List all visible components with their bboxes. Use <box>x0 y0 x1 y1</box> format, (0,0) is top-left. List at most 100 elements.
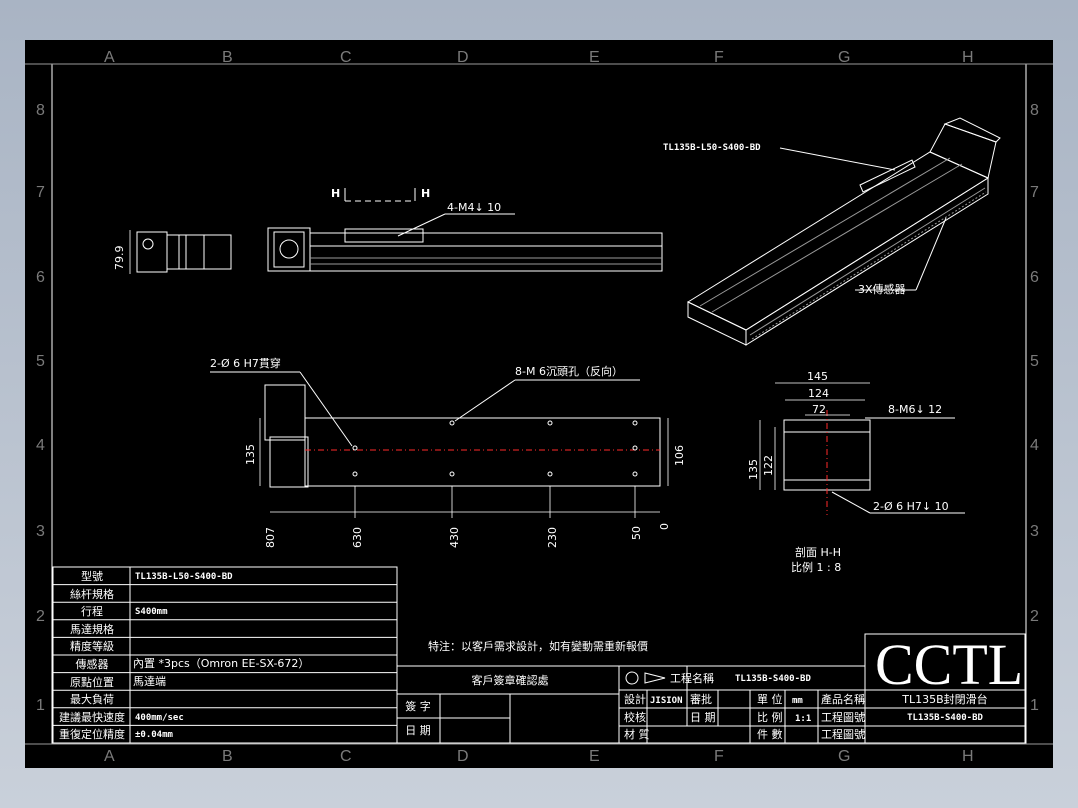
spec-value: 400mm/sec <box>135 713 184 723</box>
svg-text:G: G <box>838 748 850 765</box>
cctl-logo: CCTL <box>875 632 1023 697</box>
dim-807: 807 <box>264 527 277 548</box>
svg-text:4: 4 <box>1030 437 1039 454</box>
drawing-background <box>25 40 1053 768</box>
svg-text:D: D <box>457 49 469 66</box>
spec-key: 馬達規格 <box>70 622 114 636</box>
svg-text:JISION: JISION <box>650 696 683 706</box>
section-view: 145 124 72 8-M6↓ 12 135 122 2-Ø 6 H7↓ 10… <box>747 370 965 574</box>
svg-text:工程圖號: 工程圖號 <box>821 728 865 741</box>
section-mark-left: H <box>331 187 340 200</box>
dim-430: 430 <box>448 527 461 548</box>
svg-text:B: B <box>222 49 233 66</box>
spec-table: 型號 絲杆規格 行程 馬達規格 精度等級 傳感器 原點位置 最大負荷 建議最快速… <box>52 566 398 744</box>
spec-value: ±0.04mm <box>135 730 174 740</box>
svg-text:E: E <box>589 49 600 66</box>
svg-text:審批: 審批 <box>690 692 712 706</box>
svg-text:2: 2 <box>1030 608 1039 625</box>
svg-text:材 質: 材 質 <box>624 727 650 741</box>
section-title: 剖面 H-H <box>795 545 841 559</box>
spec-key: 精度等級 <box>70 639 114 653</box>
dim-135-left: 135 <box>244 444 257 465</box>
drawing-name-label: 工程名稱 <box>670 671 714 685</box>
title-block: 工程名稱 TL135B-S400-BD 設計 JISION 審批 單 位 mm … <box>618 632 1026 744</box>
svg-text:7: 7 <box>36 184 45 201</box>
grid-column-labels: A B C D E F G H A B C D E F G H <box>104 49 974 765</box>
svg-text:C: C <box>340 748 352 765</box>
side-view-small: 79.9 H H 4-M4↓ 10 <box>113 187 663 274</box>
svg-text:日 期: 日 期 <box>690 711 716 724</box>
svg-text:F: F <box>714 49 724 66</box>
customer-note: 特注：以客戶需求設計，如有變動需重新報價 <box>428 639 648 653</box>
svg-text:A: A <box>104 748 115 765</box>
dim-0: 0 <box>658 523 671 530</box>
dim-50: 50 <box>630 526 643 540</box>
svg-text:F: F <box>714 748 724 765</box>
dim-106: 106 <box>673 445 686 466</box>
spec-key: 重復定位精度 <box>59 727 125 741</box>
approval-title: 客戶簽章確認處 <box>472 673 549 687</box>
svg-text:工程圖號: 工程圖號 <box>821 711 865 724</box>
dim-145: 145 <box>807 370 828 383</box>
svg-text:比 例: 比 例 <box>757 710 783 724</box>
svg-text:6: 6 <box>36 269 45 286</box>
m6-holes-label: 8-M6↓ 12 <box>888 403 942 416</box>
svg-text:C: C <box>340 49 352 66</box>
spec-value: 內置 *3pcs（Omron EE-SX-672） <box>133 657 309 670</box>
svg-text:1: 1 <box>1030 697 1039 714</box>
projection-symbol-icon <box>625 671 639 685</box>
svg-text:B: B <box>222 748 233 765</box>
counterbore-label: 8-M 6沉頭孔（反向） <box>515 364 623 378</box>
scale-label: 比例 1 : 8 <box>791 560 841 574</box>
spec-key: 最大負荷 <box>70 692 114 706</box>
svg-text:1: 1 <box>36 697 45 714</box>
plan-view: 2-Ø 6 H7貫穿 8-M 6沉頭孔（反向） 135 106 807 630 … <box>210 356 686 548</box>
spec-key: 行程 <box>81 605 103 618</box>
dim-79: 79.9 <box>113 246 126 271</box>
isometric-view: TL135B-L50-S400-BD 3X傳感器 <box>663 117 1001 346</box>
svg-text:件 數: 件 數 <box>757 728 783 741</box>
approval-sign: 簽 字 <box>405 699 431 713</box>
sensor-callout: 3X傳感器 <box>858 283 906 296</box>
through-holes-label: 2-Ø 6 H7貫穿 <box>210 356 281 370</box>
svg-text:H: H <box>962 49 974 66</box>
approval-date: 日 期 <box>405 724 431 737</box>
svg-text:4: 4 <box>36 437 45 454</box>
svg-text:mm: mm <box>792 696 803 706</box>
spec-value: TL135B-L50-S400-BD <box>135 572 233 582</box>
svg-text:H: H <box>962 748 974 765</box>
product-name: TL135B封閉滑台 <box>901 692 987 706</box>
dim-230: 230 <box>546 527 559 548</box>
svg-text:校核: 校核 <box>624 710 646 724</box>
tap-holes-label: 4-M4↓ 10 <box>447 201 501 214</box>
svg-text:單 位: 單 位 <box>757 692 783 706</box>
spec-value: 馬達端 <box>133 675 166 688</box>
svg-text:2: 2 <box>36 608 45 625</box>
pin-holes-label: 2-Ø 6 H7↓ 10 <box>873 500 949 513</box>
dim-135-right: 135 <box>747 459 760 480</box>
grid-row-labels: 8 7 6 5 4 3 2 1 8 7 6 5 4 3 2 1 <box>36 102 1039 714</box>
svg-text:A: A <box>104 49 115 66</box>
spec-key: 原點位置 <box>70 675 114 689</box>
dim-630: 630 <box>351 527 364 548</box>
spec-key: 絲杆規格 <box>70 587 114 601</box>
svg-text:5: 5 <box>1030 353 1039 370</box>
dim-122: 122 <box>762 455 775 476</box>
product-code: TL135B-S400-BD <box>907 713 983 723</box>
svg-text:5: 5 <box>36 353 45 370</box>
drawing-name: TL135B-S400-BD <box>735 674 811 684</box>
spec-key: 傳感器 <box>76 658 109 671</box>
section-mark-right: H <box>421 187 430 200</box>
svg-text:1:1: 1:1 <box>795 714 811 724</box>
svg-text:3: 3 <box>1030 523 1039 540</box>
svg-text:設計: 設計 <box>624 692 646 706</box>
svg-text:G: G <box>838 49 850 66</box>
spec-key: 建議最快速度 <box>59 710 125 724</box>
svg-text:D: D <box>457 748 469 765</box>
model-callout: TL135B-L50-S400-BD <box>663 143 761 153</box>
dim-124: 124 <box>808 387 829 400</box>
svg-text:E: E <box>589 748 600 765</box>
svg-text:產品名稱: 產品名稱 <box>821 692 865 706</box>
dim-72: 72 <box>812 403 826 416</box>
